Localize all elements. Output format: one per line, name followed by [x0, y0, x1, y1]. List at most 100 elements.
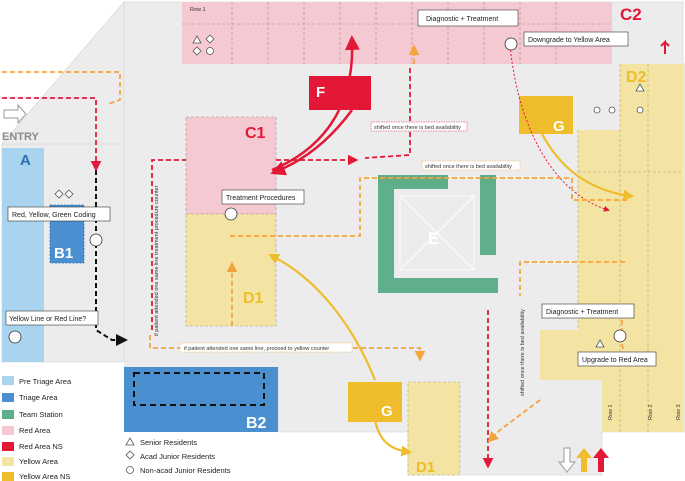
legend-swatch-triage	[2, 393, 14, 402]
triangle-icon	[595, 339, 605, 348]
callout-yellow-or-red	[5, 310, 99, 326]
triangle-icon	[125, 437, 135, 446]
triage-area-b2	[124, 367, 278, 432]
circle-icon	[206, 47, 214, 55]
zone-f-label: F	[316, 84, 325, 101]
orange-flow-main	[230, 177, 630, 237]
red-dotted-downgrade	[509, 45, 610, 212]
legend-label-triage: Triage Area	[19, 393, 58, 402]
bottom-arrows	[557, 447, 609, 473]
red-solid-arrow-c1	[270, 109, 354, 176]
callout-diagnostic-right-text: Diagnostic + Treatment	[546, 309, 618, 316]
red-flow-from-row1	[364, 68, 411, 159]
zone-g-top-label: G	[553, 118, 565, 135]
legend-swatch-yellow-area	[2, 457, 14, 466]
red-flow-to-c1	[151, 159, 186, 330]
legend-label-team-station: Team Station	[19, 410, 63, 419]
legend-symbol-senior: Senior Residents	[140, 438, 197, 447]
yellow-area-d2	[540, 64, 683, 432]
circle-icon	[126, 466, 134, 474]
zone-a-label: A	[20, 152, 31, 169]
legend-swatch-team-station	[2, 410, 14, 419]
orange-flow-right	[519, 261, 625, 296]
legend-label-yellow-area-ns: Yellow Area NS	[19, 472, 70, 481]
zone-d2-label: D2	[626, 69, 647, 86]
note-shifted-bed-2: shifted once there is bed availability	[425, 164, 512, 170]
zone-b2-label: B2	[246, 415, 267, 432]
circle-icon	[593, 106, 601, 114]
diamond-icon	[205, 34, 215, 44]
note-same-line-yellow: if patient attended one same line, proce…	[184, 346, 329, 352]
legend-symbol-acad-junior: Acad Junior Residents	[140, 452, 215, 461]
legend-swatch-pre-triage	[2, 376, 14, 385]
legend-label-red-area-ns: Red Area NS	[19, 442, 63, 451]
triangle-icon	[635, 83, 645, 92]
zone-b1-label: B1	[54, 245, 73, 262]
note-same-line-treatment: if patient attended one same line treatm…	[154, 185, 160, 336]
resident-symbols-a	[54, 189, 74, 199]
legend-label-red-area: Red Area	[19, 426, 51, 435]
yellow-area-ns-g-top	[519, 96, 573, 134]
zone-e-label: E	[428, 229, 439, 248]
legend-swatch-red-area	[2, 426, 14, 435]
circle-icon	[504, 37, 518, 51]
up-arrow-icon	[593, 448, 609, 472]
callout-treatment-procedures	[221, 189, 305, 205]
down-arrow-icon	[557, 447, 577, 473]
pre-triage-area	[2, 148, 44, 362]
zone-d1-bottom-label: D1	[416, 459, 435, 476]
zone-d1-center-label: D1	[243, 290, 264, 307]
circle-icon	[8, 330, 22, 344]
row-3-right-label: Row 3	[676, 404, 682, 420]
orange-flow-entry	[2, 71, 121, 105]
callout-downgrade-text: Downgrade to Yellow Area	[528, 37, 610, 44]
legend-symbols	[125, 437, 135, 474]
legend-symbol-nonacad-junior: Non-acad Junior Residents	[140, 466, 231, 475]
callout-upgrade-text: Upgrade to Red Area	[582, 357, 648, 364]
yellow-solid-arrow-d1-bottom	[373, 419, 413, 457]
callout-diagnostic-right	[541, 303, 635, 319]
yellow-area-d1-bottom	[407, 381, 461, 476]
callout-upgrade	[577, 351, 657, 367]
yellow-area-d1-center	[185, 213, 277, 327]
callout-coding-text: Red, Yellow, Green Coding	[12, 212, 96, 219]
legend-label-yellow-area: Yellow Area	[19, 457, 59, 466]
red-flow-entry	[2, 97, 102, 172]
callout-treatment-procedures-text: Treatment Procedures	[226, 195, 296, 202]
callout-diagnostic-top	[417, 9, 519, 27]
legend-label-pre-triage: Pre Triage Area	[19, 377, 72, 386]
note-shifted-bed-3: shifted once there is bed availability	[520, 309, 526, 396]
circle-icon	[89, 233, 103, 247]
red-area-ns-f	[309, 76, 371, 110]
note-shifted-bed-1: shifted once there is bed availability	[374, 125, 461, 131]
zone-g-bottom-label: G	[381, 403, 393, 420]
diamond-icon	[125, 450, 135, 460]
entry-arrow-icon	[3, 103, 27, 125]
row-1-label: Row 1	[190, 7, 206, 13]
triangle-icon	[192, 35, 202, 44]
zone-c2-label: C2	[620, 5, 642, 24]
entry-label: ENTRY	[2, 131, 40, 143]
circle-icon	[608, 106, 616, 114]
row-1-right-label: Row 1	[608, 404, 614, 420]
yellow-solid-arrow-g-top	[539, 129, 635, 201]
resident-symbols-row1	[192, 34, 215, 56]
up-arrow-icon	[576, 448, 592, 472]
yellow-solid-arrow-d1	[268, 254, 377, 381]
legend-swatch-red-area-ns	[2, 442, 14, 451]
zone-c1-label: C1	[245, 125, 266, 142]
callout-yellow-or-red-text: Yellow Line or Red Line?	[9, 316, 86, 323]
diamond-icon	[54, 189, 64, 199]
orange-flow-upgrade	[621, 320, 626, 356]
diamond-icon	[64, 189, 74, 199]
resident-symbols-d2	[593, 83, 645, 348]
callout-coding	[7, 206, 111, 222]
row-2-right-label: Row 2	[648, 404, 654, 420]
diamond-icon	[192, 46, 202, 56]
red-solid-arrow-f	[271, 35, 360, 172]
legend: Pre Triage Area Triage Area Team Station…	[2, 376, 72, 481]
legend-swatch-yellow-area-ns	[2, 472, 14, 481]
orange-flow-to-d1-bottom	[487, 399, 541, 443]
circle-icon	[613, 329, 627, 343]
